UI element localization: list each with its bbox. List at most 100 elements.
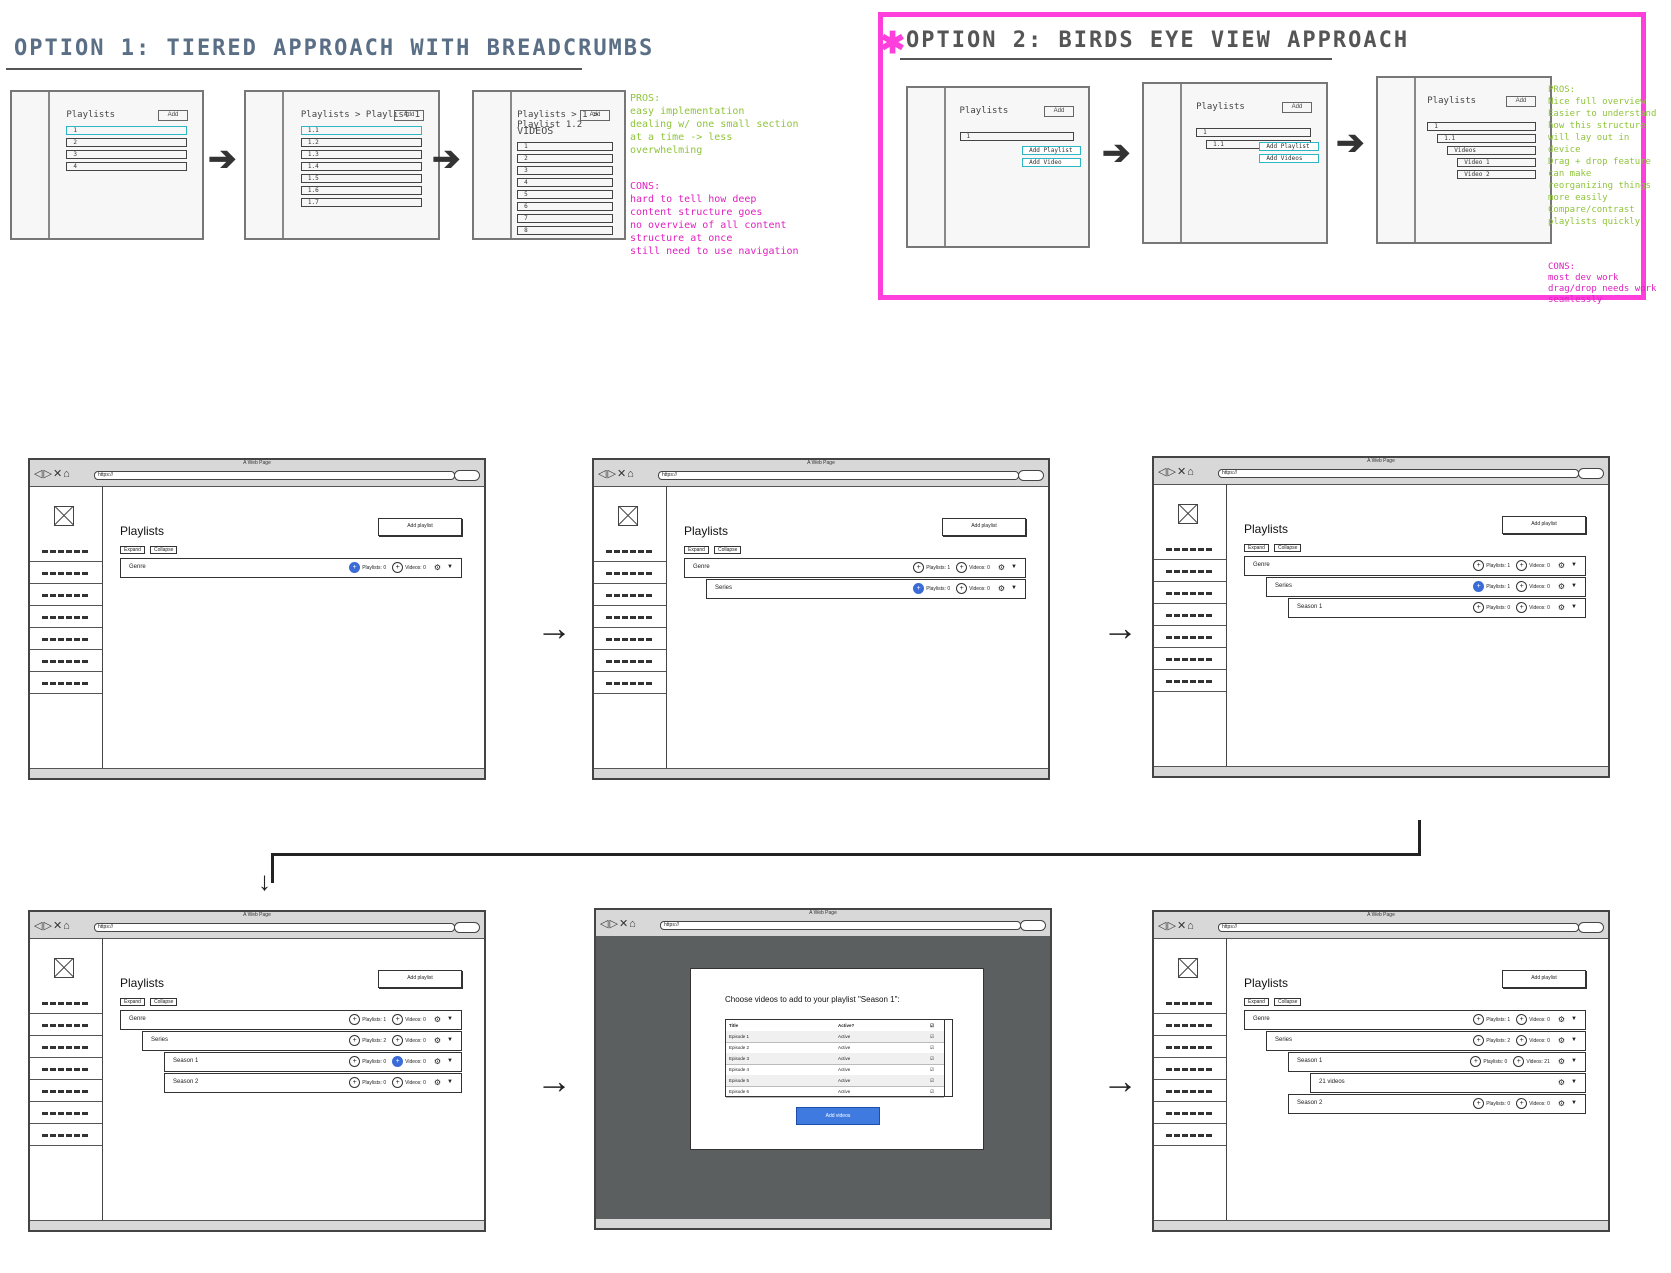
gear-icon[interactable]: ⚙ [1557, 603, 1566, 612]
gear-icon[interactable]: ⚙ [997, 563, 1006, 572]
checkbox-icon[interactable]: ☑ [930, 1067, 935, 1072]
playlist-row[interactable]: Series+Playlists: 0+Videos: 0⚙▼ [706, 579, 1026, 599]
gear-icon[interactable]: ⚙ [1557, 1015, 1566, 1024]
gear-icon[interactable]: ⚙ [433, 1015, 442, 1024]
chevron-down-icon[interactable]: ▼ [1571, 1079, 1577, 1085]
gear-icon[interactable]: ⚙ [1557, 1036, 1566, 1045]
sketch-add-button[interactable]: Add [1282, 102, 1312, 113]
sidebar-item[interactable] [594, 608, 666, 628]
forward-icon[interactable]: ▷ [1167, 466, 1177, 478]
url-bar[interactable]: https:// [94, 471, 455, 480]
home-icon[interactable]: ⌂ [629, 918, 637, 930]
add-videos-icon[interactable]: + [392, 1056, 404, 1067]
back-icon[interactable]: ◁ [1158, 920, 1168, 932]
back-icon[interactable]: ◁ [1158, 466, 1168, 478]
add-videos-icon[interactable]: + [1516, 602, 1528, 613]
search-icon[interactable] [1018, 470, 1044, 481]
checkbox-icon[interactable]: ☑ [930, 1056, 935, 1061]
forward-icon[interactable]: ▷ [607, 468, 617, 480]
add-videos-icon[interactable]: + [1516, 560, 1528, 571]
add-videos-icon[interactable]: + [1516, 1098, 1528, 1109]
add-playlist-button[interactable]: Add playlist [942, 518, 1026, 536]
close-icon[interactable]: ✕ [52, 468, 64, 480]
search-icon[interactable] [454, 922, 480, 933]
sketch-menu-item[interactable]: Add Videos [1259, 154, 1319, 163]
add-playlist-icon[interactable]: + [913, 562, 925, 573]
back-icon[interactable]: ◁ [34, 920, 44, 932]
close-icon[interactable]: ✕ [618, 918, 630, 930]
add-playlist-button[interactable]: Add playlist [378, 518, 462, 536]
sidebar-item[interactable] [1154, 1016, 1226, 1036]
home-icon[interactable]: ⌂ [1187, 466, 1195, 478]
add-videos-icon[interactable]: + [1516, 581, 1528, 592]
sketch-add-button[interactable]: Add [1506, 96, 1536, 107]
sidebar-item[interactable] [1154, 994, 1226, 1014]
gear-icon[interactable]: ⚙ [1557, 1078, 1566, 1087]
sidebar-item[interactable] [30, 1082, 102, 1102]
sidebar-item[interactable] [30, 994, 102, 1014]
add-playlist-icon[interactable]: + [349, 1056, 361, 1067]
sidebar-item[interactable] [30, 564, 102, 584]
playlist-row[interactable]: Season 1+Playlists: 0+Videos: 0⚙▼ [1288, 598, 1586, 618]
back-icon[interactable]: ◁ [600, 918, 610, 930]
sketch-add-button[interactable]: Add [580, 110, 610, 121]
sidebar-item[interactable] [1154, 562, 1226, 582]
playlist-row[interactable]: Genre+Playlists: 1+Videos: 0⚙▼ [1244, 556, 1586, 576]
chevron-down-icon[interactable]: ▼ [447, 564, 453, 570]
close-icon[interactable]: ✕ [616, 468, 628, 480]
sidebar-item[interactable] [594, 630, 666, 650]
search-icon[interactable] [1020, 920, 1046, 931]
playlist-row[interactable]: Genre+Playlists: 1+Videos: 0⚙▼ [684, 558, 1026, 578]
close-icon[interactable]: ✕ [1176, 466, 1188, 478]
add-playlist-icon[interactable]: + [349, 562, 361, 573]
back-icon[interactable]: ◁ [598, 468, 608, 480]
add-videos-icon[interactable]: + [392, 1014, 404, 1025]
chevron-down-icon[interactable]: ▼ [1571, 1037, 1577, 1043]
add-playlist-icon[interactable]: + [349, 1014, 361, 1025]
add-videos-icon[interactable]: + [392, 1035, 404, 1046]
add-playlist-icon[interactable]: + [1473, 1098, 1485, 1109]
add-playlist-icon[interactable]: + [349, 1035, 361, 1046]
sidebar-item[interactable] [594, 652, 666, 672]
collapse-button[interactable]: Collapse [1274, 544, 1302, 552]
add-playlist-icon[interactable]: + [1470, 1056, 1482, 1067]
expand-button[interactable]: Expand [1244, 544, 1269, 552]
home-icon[interactable]: ⌂ [627, 468, 635, 480]
playlist-row[interactable]: Series+Playlists: 2+Videos: 0⚙▼ [142, 1031, 462, 1051]
add-playlist-icon[interactable]: + [1473, 602, 1485, 613]
collapse-button[interactable]: Collapse [714, 546, 742, 554]
chevron-down-icon[interactable]: ▼ [1011, 564, 1017, 570]
checkbox-icon[interactable]: ☑ [930, 1034, 935, 1039]
url-bar[interactable]: https:// [660, 921, 1021, 930]
expand-button[interactable]: Expand [120, 998, 145, 1006]
sidebar-item[interactable] [30, 608, 102, 628]
sidebar-item[interactable] [594, 542, 666, 562]
sidebar-item[interactable] [1154, 1104, 1226, 1124]
add-videos-icon[interactable]: + [956, 562, 968, 573]
add-videos-icon[interactable]: + [392, 1077, 404, 1088]
search-icon[interactable] [1578, 468, 1604, 479]
add-playlist-icon[interactable]: + [1473, 1014, 1485, 1025]
search-icon[interactable] [454, 470, 480, 481]
chevron-down-icon[interactable]: ▼ [447, 1037, 453, 1043]
sketch-menu-item[interactable]: Add Playlist [1259, 142, 1319, 151]
forward-icon[interactable]: ▷ [43, 920, 53, 932]
chevron-down-icon[interactable]: ▼ [447, 1058, 453, 1064]
home-icon[interactable]: ⌂ [63, 920, 71, 932]
add-playlist-button[interactable]: Add playlist [1502, 970, 1586, 988]
sidebar-item[interactable] [594, 564, 666, 584]
add-playlist-button[interactable]: Add playlist [1502, 516, 1586, 534]
playlist-row[interactable]: Genre+Playlists: 1+Videos: 0⚙▼ [120, 1010, 462, 1030]
checkbox-icon[interactable]: ☑ [930, 1078, 935, 1083]
sidebar-item[interactable] [1154, 650, 1226, 670]
sidebar-item[interactable] [30, 1126, 102, 1146]
add-playlist-icon[interactable]: + [1473, 581, 1485, 592]
playlist-row[interactable]: Season 1+Playlists: 0+Videos: 21⚙▼ [1288, 1052, 1586, 1072]
sidebar-item[interactable] [1154, 1082, 1226, 1102]
url-bar[interactable]: https:// [658, 471, 1019, 480]
sidebar-item[interactable] [1154, 1060, 1226, 1080]
add-videos-icon[interactable]: + [1513, 1056, 1525, 1067]
url-bar[interactable]: https:// [1218, 923, 1579, 932]
